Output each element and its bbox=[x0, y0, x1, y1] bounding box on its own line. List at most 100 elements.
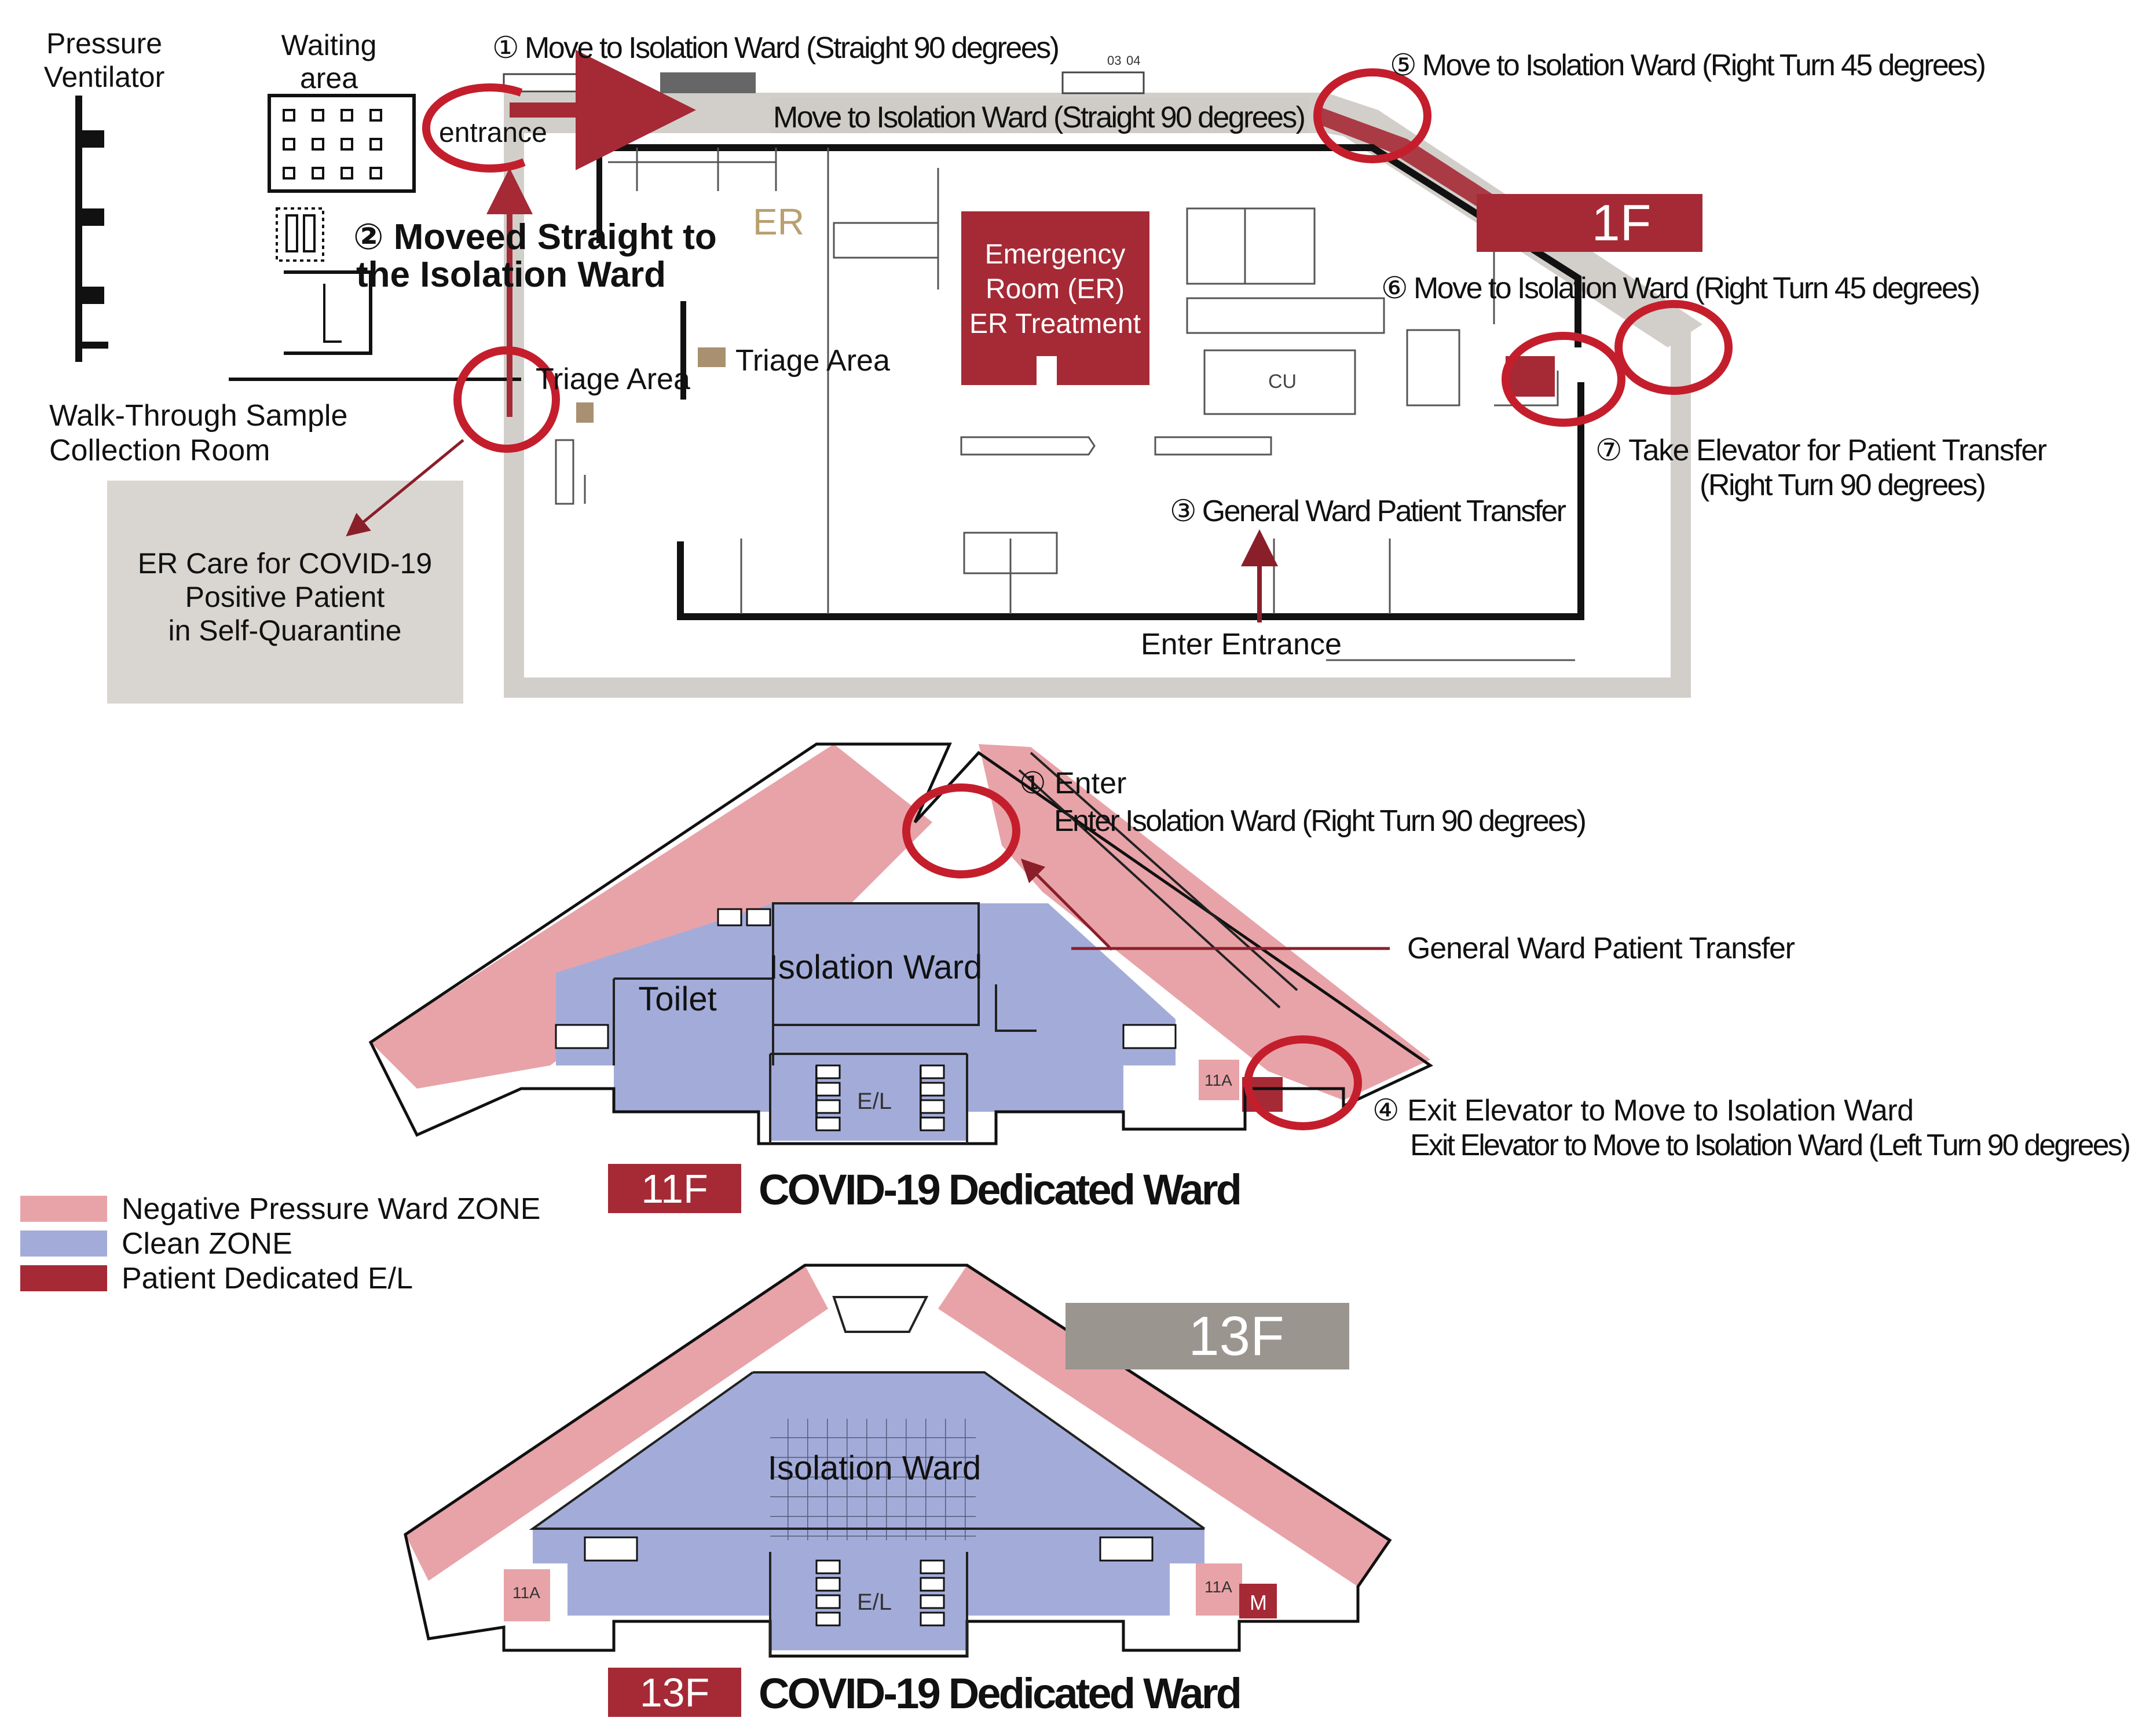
legend-swatch-el bbox=[20, 1265, 107, 1291]
triage-area-label-2: Triage Area bbox=[735, 344, 890, 378]
step6-circle bbox=[1614, 300, 1733, 395]
er-care-box bbox=[107, 481, 463, 704]
er-care-line2: Positive Patient bbox=[185, 581, 385, 613]
floor-badge-1f-bg bbox=[1477, 194, 1702, 252]
11f-room-11a-label: 11A bbox=[1204, 1071, 1232, 1089]
ventilator-icon bbox=[75, 96, 108, 362]
13f-room-11a-right: 11A bbox=[1204, 1578, 1232, 1596]
step7-line2: (Right Turn 90 degrees) bbox=[1700, 468, 1986, 502]
banner-bg bbox=[770, 97, 1309, 133]
legend-label-negative: Negative Pressure Ward ZONE bbox=[122, 1192, 540, 1226]
11f-general-transfer-label: General Ward Patient Transfer bbox=[1407, 932, 1795, 965]
11f-enter-line2: Enter Isolation Ward (Right Turn 90 degr… bbox=[1054, 804, 1587, 838]
entrance-label: entrance bbox=[439, 118, 547, 148]
pressure-ventilator-line2: Ventilator bbox=[44, 61, 164, 93]
11f-exit-line2: Exit Elevator to Move to Isolation Ward … bbox=[1410, 1129, 2131, 1162]
11f-isolation-ward-label: Isolation Ward bbox=[769, 948, 983, 986]
legend-swatch-negative bbox=[20, 1196, 107, 1222]
11f-badge: 11F bbox=[641, 1166, 708, 1211]
legend-swatch-clean bbox=[20, 1230, 107, 1257]
emergency-room-block bbox=[961, 211, 1149, 385]
step3-label: ③ General Ward Patient Transfer bbox=[1170, 495, 1566, 528]
11f-el-label: E/L bbox=[857, 1089, 892, 1114]
walk-through-line2: Collection Room bbox=[49, 434, 270, 467]
route-red-diagonal bbox=[1315, 107, 1506, 215]
er-care-arrow bbox=[346, 439, 464, 537]
pressure-ventilator-line1: Pressure bbox=[46, 27, 162, 60]
11f-toilet-label: Toilet bbox=[638, 980, 716, 1018]
cu-label: CU bbox=[1268, 371, 1297, 393]
legend-label-el: Patient Dedicated E/L bbox=[122, 1262, 413, 1295]
legend: Negative Pressure Ward ZONE Clean ZONE P… bbox=[20, 1192, 540, 1295]
er-outer-wall bbox=[599, 144, 1581, 347]
floor-badge-1f: 1F bbox=[1592, 194, 1652, 251]
13f-left-clean bbox=[567, 1552, 770, 1616]
13f-badge-gray: 13F bbox=[1188, 1305, 1284, 1367]
13f-room-11a-left-bg bbox=[504, 1569, 550, 1621]
13f-isolation-ward-label: Isolation Ward bbox=[768, 1449, 982, 1487]
11f-outline bbox=[368, 742, 1434, 1145]
11f-right-wing-negative bbox=[979, 744, 1430, 1100]
banner-text: Move to Isolation Ward (Straight 90 degr… bbox=[773, 101, 1306, 134]
13f-el-label: E/L bbox=[857, 1589, 892, 1615]
enter-entrance-label: Enter Entrance bbox=[1141, 628, 1342, 661]
step2-line1: ② Moveed Straight to bbox=[353, 217, 717, 257]
inner-white-floor bbox=[524, 130, 1671, 677]
13f-badge-bg bbox=[608, 1668, 741, 1717]
emergency-room-label-1: Emergency bbox=[985, 239, 1126, 270]
13f-m-label: M bbox=[1250, 1591, 1267, 1614]
11f-enter-arrow bbox=[1020, 858, 1113, 951]
11f-left-clean-rooms bbox=[614, 1054, 770, 1112]
waiting-area-line1: Waiting bbox=[281, 29, 377, 61]
walk-through-line1: Walk-Through Sample bbox=[49, 399, 347, 433]
11f-exit-circle bbox=[1244, 1035, 1362, 1130]
step7-circle bbox=[1502, 332, 1625, 427]
triage-marker-1 bbox=[698, 347, 726, 367]
11f-title: COVID-19 Dedicated Ward bbox=[759, 1166, 1242, 1214]
entrance-circle bbox=[422, 83, 526, 173]
waiting-area-line2: area bbox=[300, 62, 358, 94]
step1-label: ① Move to Isolation Ward (Straight 90 de… bbox=[492, 31, 1060, 65]
er-label: ER bbox=[753, 201, 804, 243]
step2-line2: the Isolation Ward bbox=[356, 255, 666, 295]
11f-room-11a bbox=[1199, 1060, 1239, 1100]
11f-center-clean bbox=[556, 903, 1176, 1065]
13f-left-wing-negative bbox=[405, 1265, 828, 1581]
interior-rooms bbox=[555, 148, 1559, 614]
code-04: 04 bbox=[1126, 53, 1140, 68]
er-right-wall bbox=[677, 382, 1584, 620]
er-care-line3: in Self-Quarantine bbox=[168, 614, 401, 647]
13f-dedicated-el bbox=[1239, 1584, 1277, 1618]
11f-badge-bg bbox=[608, 1164, 741, 1213]
step6-label: ⑥ Move to Isolation Ward (Right Turn 45 … bbox=[1381, 272, 1980, 305]
11f-el-boxes bbox=[555, 908, 1177, 1131]
13f-interior-lines bbox=[529, 1296, 1206, 1656]
11f-exit-line1: ④ Exit Elevator to Move to Isolation War… bbox=[1372, 1094, 1914, 1127]
11f-enter-circle bbox=[902, 783, 1020, 878]
legend-label-clean: Clean ZONE bbox=[122, 1227, 292, 1261]
13f-right-wing-negative bbox=[938, 1265, 1390, 1587]
floor-11f: Isolation Ward Toilet E/L 11A ① Enter En… bbox=[368, 742, 2131, 1214]
code-03: 03 bbox=[1107, 53, 1121, 68]
11f-left-wing-negative bbox=[371, 744, 932, 1089]
13f-grid-block bbox=[770, 1419, 976, 1540]
emergency-room-label-2: Room (ER) bbox=[986, 274, 1125, 305]
emergency-room-label-3: ER Treatment bbox=[969, 309, 1141, 339]
13f-room-11a-right-bg bbox=[1196, 1563, 1242, 1616]
11f-right-clean-rooms bbox=[967, 1054, 1123, 1112]
11f-enter-line1: ① Enter bbox=[1019, 767, 1126, 800]
header-box-2 bbox=[660, 72, 756, 93]
header-box-3 bbox=[1061, 71, 1145, 94]
triage-area-label-1: Triage Area bbox=[536, 362, 690, 396]
13f-badge-bg-gray bbox=[1065, 1303, 1349, 1369]
triage-circle bbox=[453, 346, 560, 453]
triage-marker-2 bbox=[576, 402, 594, 423]
step5-label: ⑤ Move to Isolation Ward (Right Turn 45 … bbox=[1390, 49, 1986, 82]
13f-title: COVID-19 Dedicated Ward bbox=[759, 1669, 1242, 1717]
13f-el-boxes bbox=[584, 1536, 1154, 1627]
er-care-line1: ER Care for COVID-19 bbox=[138, 547, 432, 580]
13f-right-clean bbox=[967, 1552, 1170, 1616]
floor-1f: Emergency Room (ER) ER Treatment 03 04 1… bbox=[44, 27, 2047, 704]
